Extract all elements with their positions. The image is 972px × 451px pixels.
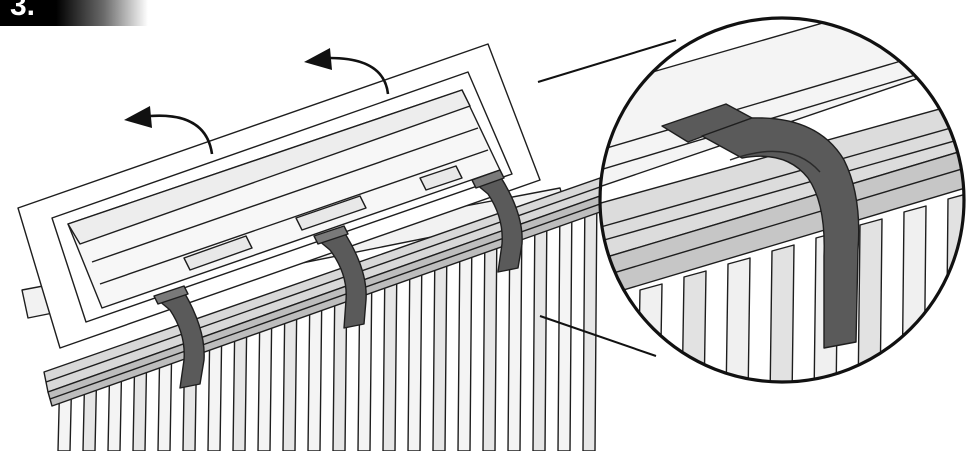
planter-box xyxy=(17,43,567,349)
zoom-clip-highlight xyxy=(729,150,821,173)
clip-top xyxy=(153,285,189,305)
zoom-detail xyxy=(598,16,966,384)
callout-line xyxy=(539,315,657,357)
zoom-fence-picket xyxy=(901,205,927,382)
rotate-left-arrow-icon xyxy=(124,106,214,155)
zoom-planter-edge xyxy=(600,57,964,171)
zoom-circle-outline xyxy=(598,16,966,384)
rotate-left-arrow-icon xyxy=(304,48,390,95)
planter-floor-line xyxy=(99,149,489,285)
zoom-fence-picket xyxy=(945,192,964,382)
callout-line xyxy=(537,39,677,83)
zoom-rail-top xyxy=(600,99,964,263)
step-number: 3. xyxy=(10,0,36,22)
mounting-clip xyxy=(313,225,367,329)
zoom-clip xyxy=(661,103,860,349)
zoom-rail-groove xyxy=(600,165,964,281)
zoom-fence-picket xyxy=(769,244,795,382)
planter-basin-wall xyxy=(67,89,471,245)
zoom-fence-picket xyxy=(857,218,883,382)
mounting-clip xyxy=(471,169,523,273)
zoom-fence-picket xyxy=(681,270,707,382)
planter-ledge xyxy=(183,235,253,271)
planter-ledge xyxy=(419,165,463,191)
clip-hook xyxy=(157,291,205,389)
clip-hook xyxy=(475,175,523,273)
planter-ledge xyxy=(295,195,367,231)
step-badge: 3. xyxy=(0,0,148,26)
zoom-rail-groove xyxy=(600,135,964,245)
fence-picket xyxy=(582,184,598,451)
zoom-fence-picket xyxy=(725,257,751,382)
planter-floor-line xyxy=(91,127,479,263)
zoom-fence-picket xyxy=(637,283,663,382)
clip-top xyxy=(471,169,505,189)
clip-top xyxy=(313,225,349,245)
zoom-rail-groove xyxy=(600,121,964,231)
zoom-clip-hook-icon xyxy=(701,117,860,349)
mounting-clip xyxy=(153,285,205,389)
clip-hook xyxy=(317,231,367,329)
fence-picket xyxy=(482,219,498,451)
main-scene xyxy=(17,43,600,451)
fence-picket xyxy=(532,201,548,451)
